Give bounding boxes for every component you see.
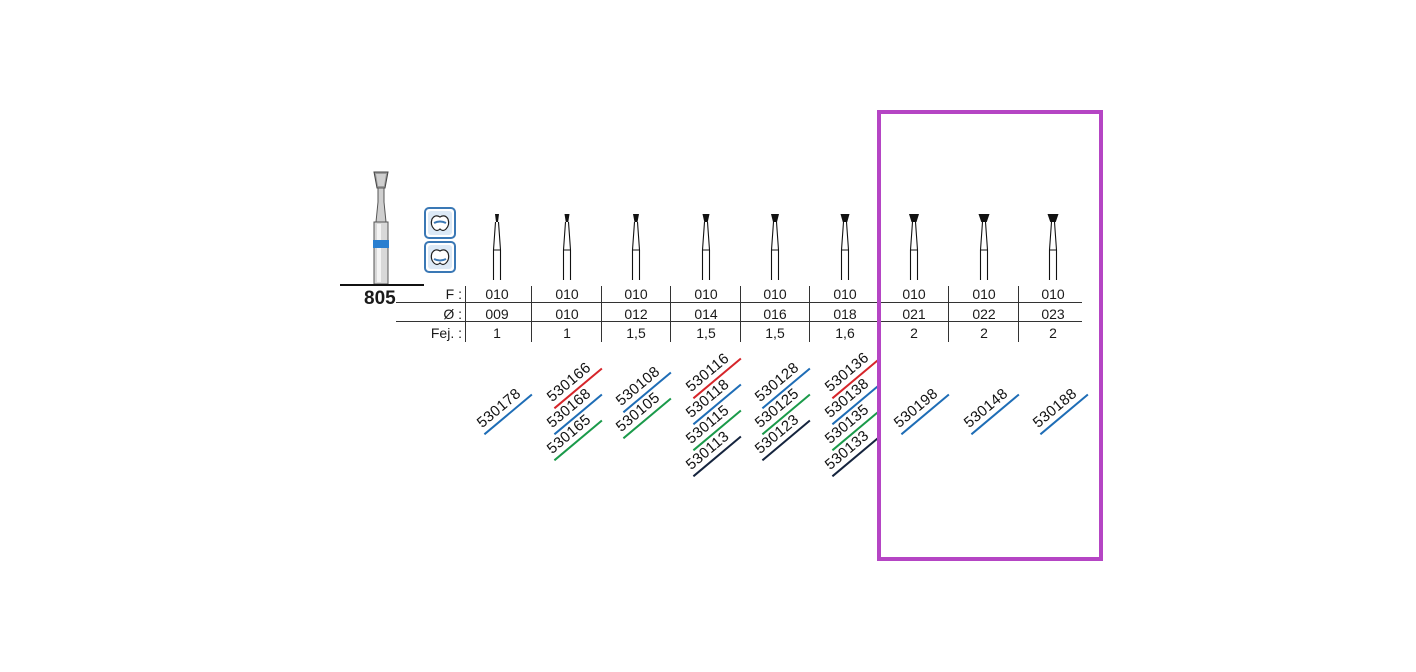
cell-fej: 1,5: [765, 325, 785, 341]
bur-outline-icon: [770, 214, 780, 280]
bur-illustration: [340, 171, 424, 286]
bur-outline-icon: [701, 214, 711, 280]
bur-outline-icon: [978, 214, 990, 280]
bur-outline-icon: [909, 214, 919, 280]
cell-fej: 2: [980, 325, 988, 341]
cell-f: 010: [485, 286, 509, 302]
cell-fej: 1,5: [626, 325, 646, 341]
cell-f: 010: [624, 286, 648, 302]
table-divider: [670, 286, 671, 342]
cell-f: 010: [833, 286, 857, 302]
table-rule: [396, 302, 1082, 303]
tooth-icon-top: [424, 207, 456, 239]
cell-f: 010: [1041, 286, 1065, 302]
cell-dia: 022: [972, 306, 996, 322]
cell-f: 010: [902, 286, 926, 302]
cell-fej: 1: [493, 325, 501, 341]
cell-dia: 010: [555, 306, 579, 322]
table-divider: [465, 286, 466, 342]
cell-fej: 1: [563, 325, 571, 341]
bur-outline-icon: [1047, 214, 1059, 280]
bur-outline-icon: [840, 214, 850, 280]
order-code: 530178: [474, 385, 533, 436]
cell-dia: 012: [624, 306, 648, 322]
cell-dia: 021: [902, 306, 926, 322]
table-rule: [396, 321, 1082, 322]
cell-dia: 018: [833, 306, 857, 322]
bur-outline-icon: [562, 214, 572, 280]
cell-f: 010: [763, 286, 787, 302]
cell-fej: 2: [910, 325, 918, 341]
table-divider: [531, 286, 532, 342]
table-divider: [740, 286, 741, 342]
row-label-f: F :: [445, 286, 462, 302]
cell-fej: 1,5: [696, 325, 716, 341]
cell-dia: 009: [485, 306, 509, 322]
cell-dia: 016: [763, 306, 787, 322]
highlight-frame: [877, 110, 1103, 561]
cell-f: 010: [694, 286, 718, 302]
bur-outline-icon: [631, 214, 641, 280]
tooth-icon-bottom: [424, 241, 456, 273]
cell-f: 010: [555, 286, 579, 302]
row-label-fej: Fej. :: [430, 325, 462, 341]
table-divider: [1018, 286, 1019, 342]
table-divider: [948, 286, 949, 342]
cell-dia: 014: [694, 306, 718, 322]
model-number: 805: [364, 288, 396, 309]
table-divider: [601, 286, 602, 342]
cell-fej: 1,6: [835, 325, 855, 341]
table-divider: [809, 286, 810, 342]
cell-fej: 2: [1049, 325, 1057, 341]
cell-dia: 023: [1041, 306, 1065, 322]
bur-outline-icon: [492, 214, 502, 280]
row-label-diameter: Ø :: [443, 306, 462, 322]
color-band: [373, 240, 389, 248]
cell-f: 010: [972, 286, 996, 302]
